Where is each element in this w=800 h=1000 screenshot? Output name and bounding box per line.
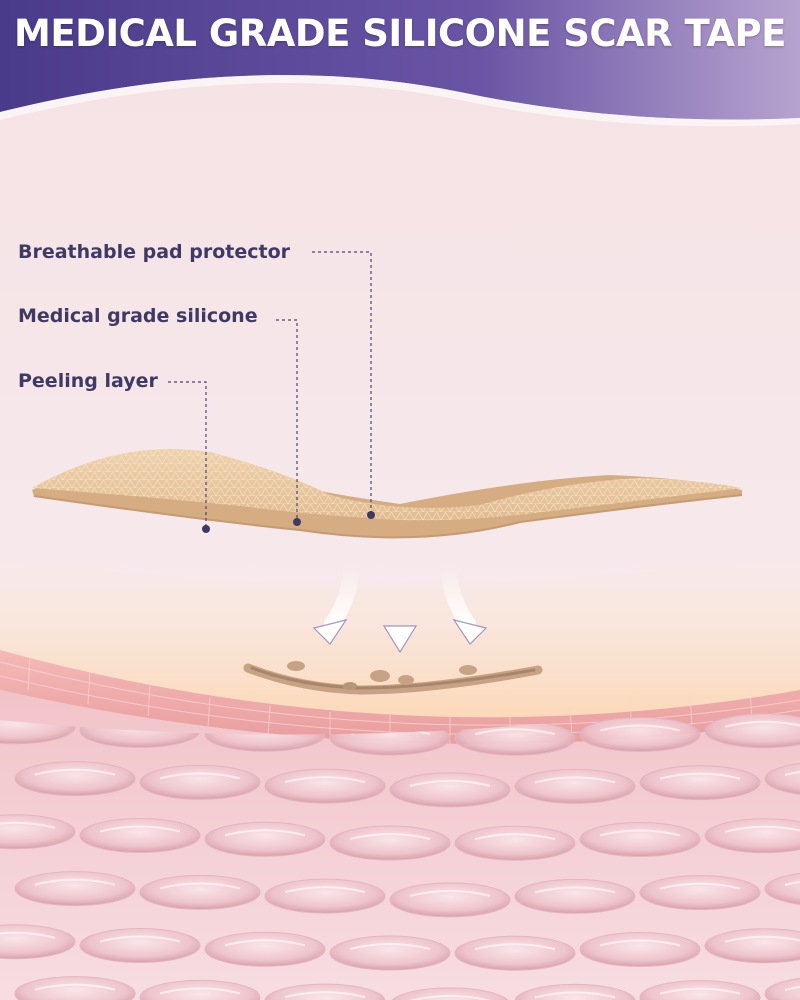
tissue-cell [140, 765, 260, 799]
tissue-cell [205, 822, 325, 856]
callout-medical-grade-silicone: Medical grade silicone [18, 305, 258, 327]
tissue-cell [205, 932, 325, 966]
tissue-cell [330, 826, 450, 860]
tissue-cell [15, 872, 135, 906]
leader-dot-peeling [202, 525, 210, 533]
tissue-cell [580, 717, 700, 751]
tissue-cell [330, 936, 450, 970]
leader-dot-pad [367, 511, 375, 519]
tissue-cell [455, 936, 575, 970]
tissue-cell [580, 822, 700, 856]
tissue-cell [80, 929, 200, 963]
tissue-cell [140, 875, 260, 909]
tissue-cell [515, 769, 635, 803]
tissue-cell [640, 766, 760, 800]
callout-peeling-layer: Peeling layer [18, 370, 158, 392]
tissue-cell [390, 773, 510, 807]
tissue-cell [515, 879, 635, 913]
tissue-cell [15, 762, 135, 796]
tissue-cell [580, 932, 700, 966]
tissue-cell [265, 769, 385, 803]
tissue-cell [640, 876, 760, 910]
tissue-cell [80, 819, 200, 853]
leader-dot-silicone [293, 518, 301, 526]
page-title: MEDICAL GRADE SILICONE SCAR TAPE [0, 12, 800, 55]
callout-breathable-pad-protector: Breathable pad protector [18, 241, 290, 263]
tissue-cell [390, 883, 510, 917]
tissue-cell [455, 826, 575, 860]
tissue-cell [265, 879, 385, 913]
